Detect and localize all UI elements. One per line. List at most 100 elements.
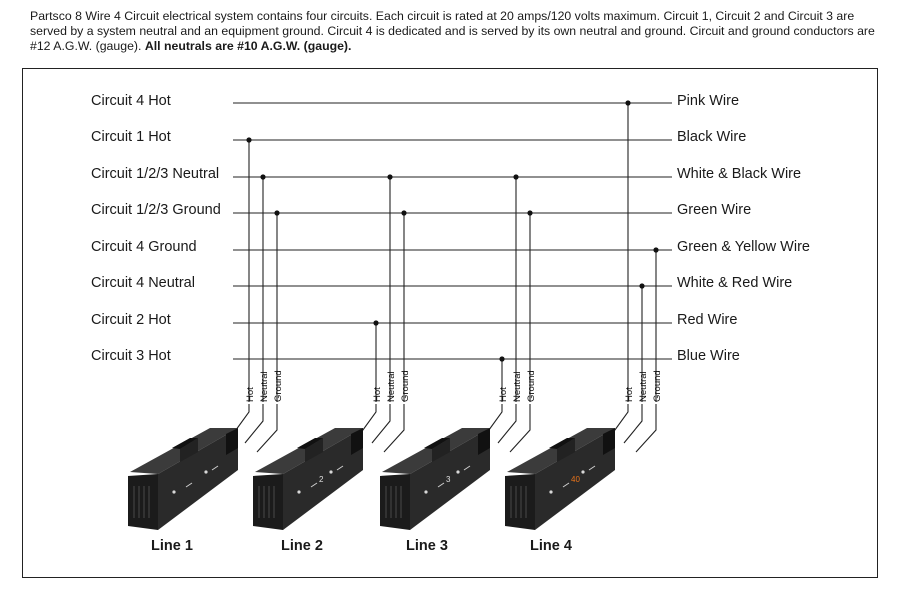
circuit-label-circuit-2-hot: Circuit 2 Hot [91,312,171,328]
circuit-label-circuit-4-hot: Circuit 4 Hot [91,93,171,109]
lead-wire-3-ground [509,404,531,453]
connector-indicator-dot [424,490,428,494]
circuit-label-circuit-1-hot: Circuit 1 Hot [91,129,171,145]
terminal-label-2-neutral: Neutral [386,371,397,402]
wire-label-blue: Blue Wire [677,348,740,364]
lead-wire-1-neutral [244,404,264,444]
line-label-1: Line 1 [151,538,193,554]
terminal-label-4-hot: Hot [624,387,635,402]
line-label-4: Line 4 [530,538,572,554]
connector-detail-mark [437,482,445,488]
lead-wire-1-ground [256,404,278,453]
junction-dot-4-ground [653,247,659,253]
connector-indicator-dot [329,470,333,474]
terminal-label-3-ground: Ground [526,370,537,402]
junction-dot-1-ground [274,210,280,216]
junction-dot-2-neutral [387,174,393,180]
connector-wire-exit [226,428,238,455]
connector-end-face [128,474,158,530]
circuit-label-circuit-123-ground: Circuit 1/2/3 Ground [91,202,221,218]
connector-front-face [535,428,615,530]
connector-detail-mark [463,465,471,471]
lead-wire-4-hot [611,404,629,435]
terminal-label-3-neutral: Neutral [512,371,523,402]
junction-dot-2-ground [401,210,407,216]
terminal-label-1-ground: Ground [273,370,284,402]
intro-text: Partsco 8 Wire 4 Circuit electrical syst… [30,9,875,53]
wire-label-black: Black Wire [677,129,747,145]
lead-wire-3-neutral [497,404,517,444]
circuit-label-circuit-123-neutral: Circuit 1/2/3 Neutral [91,166,220,182]
connector-front-face [158,428,238,530]
circuit-label-circuit-4-ground: Circuit 4 Ground [91,239,197,255]
junction-dot-4-hot [625,100,631,106]
lead-wire-2-neutral [371,404,391,444]
terminal-label-3-hot: Hot [498,387,509,402]
connector-latch-top [549,438,575,449]
connector-latch-top [172,438,198,449]
power-connector-4: 40 [505,428,615,530]
wire-label-white-black: White & Black Wire [677,166,802,182]
connector-wire-exit [351,428,363,455]
lead-wire-4-ground [635,404,657,453]
wire-label-green: Green Wire [677,202,752,218]
junction-dot-3-ground [527,210,533,216]
connector-latch-front [180,438,198,462]
terminal-label-4-ground: Ground [652,370,663,402]
connector-latch-front [557,438,575,462]
connector-detail-mark [588,465,596,471]
connector-end-face [380,474,410,530]
lead-wire-2-hot [359,404,377,435]
terminal-label-2-ground: Ground [400,370,411,402]
connector-front-face [410,428,490,530]
wire-label-green-yellow: Green & Yellow Wire [677,239,810,255]
connector-latch-top [424,438,450,449]
line-label-3: Line 3 [406,538,448,554]
connector-indicator-dot [549,490,553,494]
connector-detail-mark [336,465,344,471]
connector-number-label: 3 [446,475,451,484]
junction-dot-1-neutral [260,174,266,180]
connector-detail-mark [562,482,570,488]
junction-dot-4-neutral [639,283,645,289]
connector-indicator-dot [581,470,585,474]
connector-front-face [283,428,363,530]
connector-end-face [505,474,535,530]
lead-wire-3-hot [485,404,503,435]
power-connector-2: 2 [253,428,363,530]
terminal-label-4-neutral: Neutral [638,371,649,402]
terminal-label-1-hot: Hot [245,387,256,402]
connector-indicator-dot [172,490,176,494]
connector-latch-front [305,438,323,462]
wire-label-white-red: White & Red Wire [677,275,793,291]
power-connector-1 [128,428,238,530]
line-label-2: Line 2 [281,538,323,554]
wire-label-red: Red Wire [677,312,738,328]
connector-detail-mark [211,465,219,471]
junction-dot-3-hot [499,356,505,362]
connector-detail-mark [310,482,318,488]
connector-latch-top [297,438,323,449]
circuit-label-circuit-4-neutral: Circuit 4 Neutral [91,275,195,291]
intro-bold-note: All neutrals are #10 A.G.W. (gauge). [144,39,352,53]
junction-dot-2-hot [373,320,379,326]
lead-wire-1-hot [232,404,250,435]
connector-end-face [253,474,283,530]
connector-latch-front [432,438,450,462]
circuit-label-circuit-3-hot: Circuit 3 Hot [91,348,171,364]
lead-wire-4-neutral [623,404,643,444]
connector-wire-exit [478,428,490,455]
intro-paragraph: Partsco 8 Wire 4 Circuit electrical syst… [30,9,880,54]
connector-indicator-dot [456,470,460,474]
terminal-label-1-neutral: Neutral [259,371,270,402]
power-connector-3: 3 [380,428,490,530]
lead-wire-2-ground [383,404,405,453]
wiring-diagram-frame [22,68,878,578]
junction-dot-1-hot [246,137,252,143]
junction-dot-3-neutral [513,174,519,180]
connector-wire-exit [603,428,615,455]
connector-detail-mark [185,482,193,488]
terminal-label-2-hot: Hot [372,387,383,402]
connector-number-label: 40 [571,475,580,484]
